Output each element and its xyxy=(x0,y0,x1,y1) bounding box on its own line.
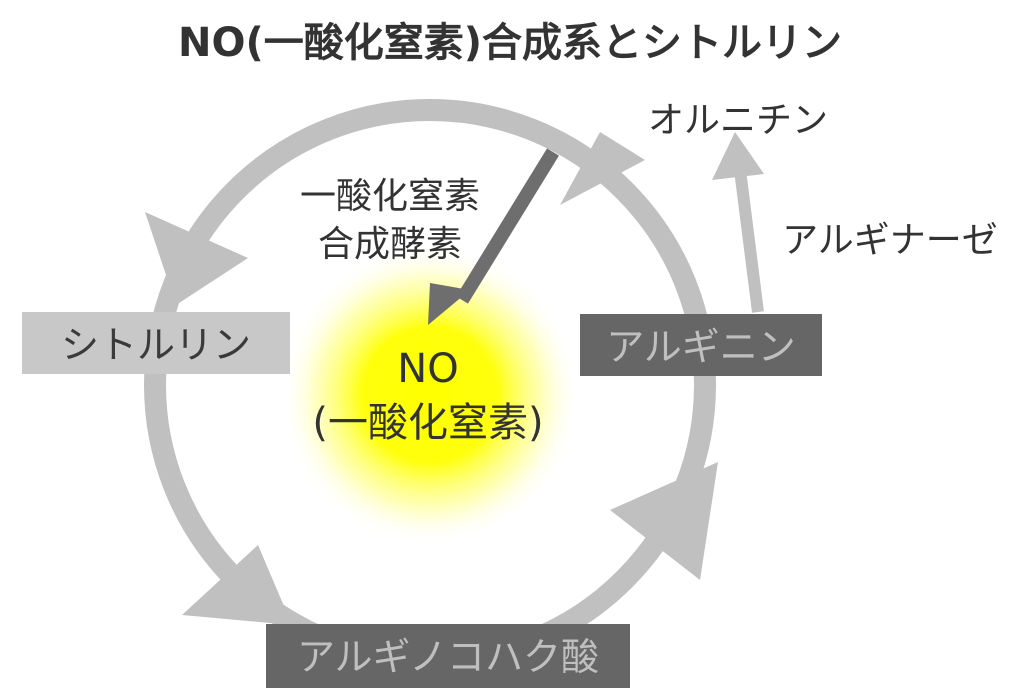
no-glow xyxy=(280,245,580,545)
no-full-name: (一酸化窒素) xyxy=(312,400,543,446)
arginase-label: アルギナーゼ xyxy=(782,220,998,261)
arginine-box xyxy=(580,314,822,376)
no-label: NO xyxy=(397,346,458,392)
argininosuccinate-label: アルギノコハク酸 xyxy=(297,635,599,679)
argininosuccinate-box xyxy=(266,624,630,688)
citrulline-box xyxy=(22,312,290,374)
citrulline-label: シトルリン xyxy=(61,323,251,367)
arginase-arrow-shaft xyxy=(734,169,764,313)
diagram-title: NO(一酸化窒素)合成系とシトルリン xyxy=(178,20,842,66)
nos-arrow-shaft xyxy=(456,148,559,304)
enzyme-label-line1: 一酸化窒素 xyxy=(300,176,480,217)
nos-arrowhead xyxy=(428,283,470,325)
cycle-arrowhead-top-left xyxy=(145,212,248,305)
cycle-arrowhead-top-right xyxy=(560,132,645,205)
ornithine-label: オルニチン xyxy=(648,100,828,141)
cycle-arrowhead-bottom-right xyxy=(610,462,718,580)
arginine-label: アルギニン xyxy=(606,325,796,369)
cycle-arrowhead-bottom-left xyxy=(182,545,292,625)
arginase-arrowhead xyxy=(712,132,764,180)
enzyme-label-line2: 合成酵素 xyxy=(318,224,462,265)
